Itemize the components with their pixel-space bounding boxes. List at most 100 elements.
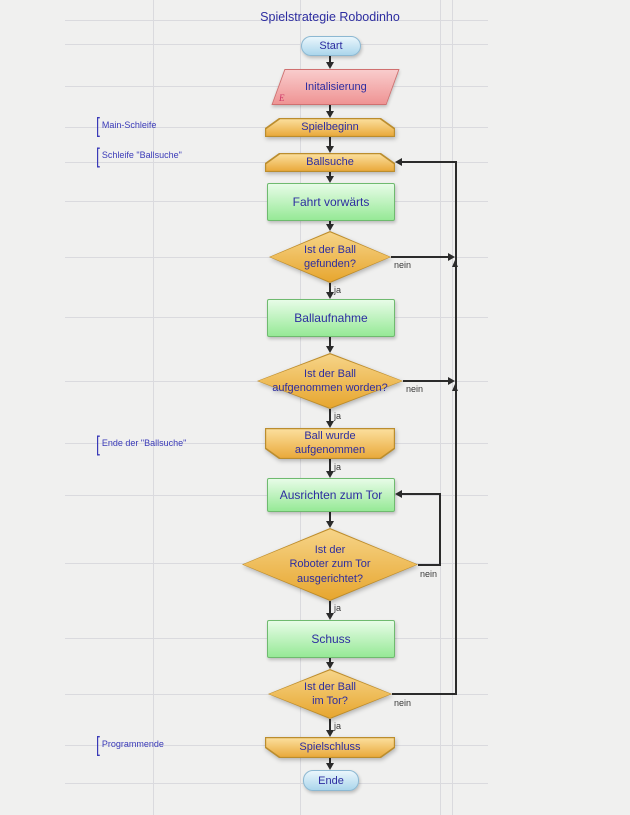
- connector-line: [329, 601, 331, 614]
- grid-line: [300, 0, 301, 815]
- bracket-icon: [: [96, 112, 100, 138]
- annotation-schleife-ballsuche: [ Schleife "Ballsuche": [96, 142, 182, 168]
- connector-line: [329, 409, 331, 422]
- grid-line: [452, 0, 453, 815]
- node-schuss[interactable]: Schuss: [267, 620, 395, 658]
- arrowhead-down-icon: [326, 763, 334, 770]
- arrowhead-down-icon: [326, 613, 334, 620]
- edge-label-ja: ja: [334, 411, 342, 421]
- shape-fill: [266, 738, 394, 757]
- connector-line: [403, 380, 449, 382]
- annotation-label: Schleife "Ballsuche": [101, 150, 182, 160]
- node-label: Ende: [318, 774, 344, 787]
- arrowhead-left-icon: [395, 490, 402, 498]
- node-ausrichten-zum-tor[interactable]: Ausrichten zum Tor: [267, 478, 395, 512]
- grid-line: [65, 86, 488, 87]
- connector-line: [329, 54, 331, 63]
- node-decision-ball-gefunden[interactable]: Ist der Ball gefunden?: [269, 231, 391, 283]
- shape-fill: [266, 154, 394, 171]
- connector-line: [439, 493, 441, 566]
- arrowhead-down-icon: [326, 662, 334, 669]
- connector-line: [392, 693, 456, 695]
- arrowhead-up-icon: [452, 260, 458, 267]
- node-fahrt-vorwaerts[interactable]: Fahrt vorwärts: [267, 183, 395, 221]
- node-spielbeginn[interactable]: Spielbeginn: [265, 118, 395, 137]
- connector-line: [329, 758, 331, 764]
- node-ball-wurde-aufgenommen[interactable]: Ball wurde aufgenommen: [265, 428, 395, 459]
- arrowhead-up-icon: [452, 384, 458, 391]
- connector-line: [329, 459, 331, 472]
- connector-line: [329, 103, 331, 112]
- annotation-label: Ende der "Ballsuche": [101, 438, 187, 448]
- grid-line: [65, 783, 488, 784]
- node-label: aufgenommen worden?: [272, 382, 388, 394]
- connector-line: [329, 172, 331, 177]
- arrowhead-down-icon: [326, 346, 334, 353]
- connector-line: [329, 719, 331, 731]
- node-label: Ballsuche: [306, 156, 354, 169]
- node-ballsuche[interactable]: Ballsuche: [265, 153, 395, 172]
- node-label: Ist der Ball: [304, 243, 356, 256]
- edge-label-ja: ja: [334, 285, 342, 295]
- node-label: Ballaufnahme: [294, 311, 368, 325]
- node-label: Spielschluss: [299, 741, 361, 754]
- connector-line: [329, 283, 331, 293]
- annotation-programmende: [ Programmende: [96, 731, 164, 757]
- arrowhead-down-icon: [326, 292, 334, 299]
- node-label: ausgerichtet?: [296, 572, 364, 585]
- node-label: Initalisierung: [304, 81, 367, 93]
- connector-line: [455, 161, 457, 695]
- arrowhead-down-icon: [326, 421, 334, 428]
- annotation-label: Programmende: [101, 739, 164, 749]
- annotation-main-schleife: [ Main-Schleife: [96, 112, 157, 138]
- connector-line: [329, 137, 331, 147]
- node-label: Ball wurde: [304, 430, 356, 443]
- grid-line: [65, 44, 488, 45]
- bracket-icon: [: [96, 142, 100, 168]
- annotation-label: Main-Schleife: [101, 120, 157, 130]
- grid-line: [153, 0, 154, 815]
- node-label: Fahrt vorwärts: [292, 195, 370, 209]
- node-decision-roboter-ausgerichtet[interactable]: Ist der Roboter zum Tor ausgerichtet?: [242, 528, 418, 601]
- node-spielschluss[interactable]: Spielschluss: [265, 737, 395, 758]
- grid-line: [440, 0, 441, 815]
- diagram-title: Spielstrategie Robodinho: [260, 10, 400, 24]
- io-marker: E: [278, 93, 285, 103]
- connector-line: [329, 335, 331, 347]
- node-ballaufnahme[interactable]: Ballaufnahme: [267, 299, 395, 337]
- bracket-icon: [: [96, 731, 100, 757]
- connector-line: [402, 493, 440, 495]
- edge-label-nein: nein: [406, 384, 424, 394]
- edge-label-ja: ja: [334, 721, 342, 731]
- arrowhead-down-icon: [326, 471, 334, 478]
- grid-line: [65, 20, 488, 21]
- node-label: gefunden?: [304, 258, 356, 270]
- arrowhead-down-icon: [326, 146, 334, 153]
- arrowhead-down-icon: [326, 521, 334, 528]
- edge-label-nein: nein: [394, 698, 412, 708]
- node-start[interactable]: Start: [301, 36, 361, 56]
- arrowhead-right-icon: [448, 377, 455, 385]
- arrowhead-down-icon: [326, 111, 334, 118]
- connector-line: [329, 219, 331, 225]
- edge-label-nein: nein: [394, 260, 412, 270]
- arrowhead-down-icon: [326, 224, 334, 231]
- node-initialisierung[interactable]: Initalisierung E: [271, 69, 400, 105]
- arrowhead-right-icon: [448, 253, 455, 261]
- node-ende[interactable]: Ende: [303, 770, 359, 791]
- annotation-ende-ballsuche: [ Ende der "Ballsuche": [96, 431, 187, 456]
- node-decision-ball-aufgenommen[interactable]: Ist der Ball aufgenommen worden?: [257, 353, 403, 409]
- connector-line: [391, 256, 449, 258]
- node-label: Spielbeginn: [301, 121, 359, 134]
- edge-label-ja: ja: [334, 462, 342, 472]
- connector-line: [402, 161, 456, 163]
- connector-line: [329, 510, 331, 522]
- arrowhead-left-icon: [395, 158, 402, 166]
- node-label: Ist der Ball: [304, 680, 356, 693]
- node-decision-ball-im-tor[interactable]: Ist der Ball im Tor?: [268, 669, 392, 719]
- node-label: Ist der: [314, 544, 346, 557]
- arrowhead-down-icon: [326, 176, 334, 183]
- edge-label-ja: ja: [334, 603, 342, 613]
- node-label: Start: [319, 40, 343, 52]
